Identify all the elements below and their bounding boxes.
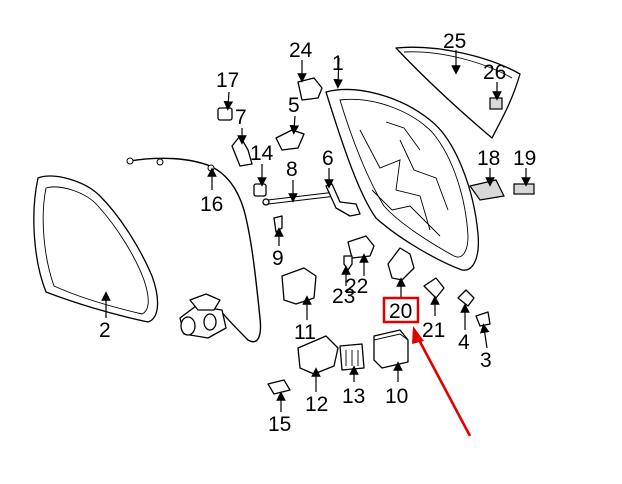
callout-25: 25: [443, 30, 466, 53]
part-10-module: [373, 329, 409, 369]
leader-lines: [101, 50, 531, 412]
callout-9: 9: [272, 247, 284, 270]
callout-11: 11: [294, 321, 316, 344]
part-17-bracket: [217, 107, 233, 121]
callout-numbers: 1 2 3 4 5 6 7 8 9 10 11 12 13 14 15 16 1…: [99, 30, 536, 436]
callout-5: 5: [288, 94, 300, 117]
part-5-bracket: [275, 129, 305, 151]
part-24-cap: [297, 77, 323, 101]
part-4-clip: [457, 289, 475, 307]
callout-22: 22: [345, 275, 368, 298]
part-21-latch: [423, 277, 445, 299]
part-14-bumper: [253, 183, 267, 197]
callout-17: 17: [216, 69, 239, 92]
callout-15: 15: [268, 413, 291, 436]
liftgate-panel: [325, 88, 480, 271]
callout-8: 8: [286, 158, 298, 181]
callout-10: 10: [385, 385, 408, 408]
part-18-stopper: [468, 179, 505, 201]
latch-motor: [179, 293, 227, 339]
callout-19: 19: [513, 147, 536, 170]
part-26-clip: [489, 97, 503, 110]
part-15-pad: [267, 379, 291, 395]
callout-13: 13: [342, 385, 365, 408]
callout-18: 18: [477, 147, 500, 170]
part-8-strut: [262, 191, 337, 206]
part-9-bolt: [273, 215, 283, 233]
callout-3: 3: [480, 349, 492, 372]
part-3-pin: [475, 311, 491, 327]
part-11-cover: [281, 267, 317, 305]
callout-7: 7: [235, 106, 247, 129]
callout-21: 21: [422, 319, 445, 342]
callout-4: 4: [458, 331, 470, 354]
callout-12: 12: [305, 393, 328, 416]
callout-23: 23: [332, 285, 355, 308]
weatherstrip-seal: [33, 175, 159, 323]
part-22-switch: [347, 235, 375, 259]
highlight-box: [382, 296, 420, 324]
part-23-screw: [343, 255, 353, 271]
part-19-block: [513, 183, 535, 195]
part-7-hinge: [231, 135, 253, 167]
callout-1: 1: [332, 52, 344, 75]
callout-16: 16: [200, 193, 223, 216]
part-20-striker: [387, 247, 415, 281]
part-13-hinge-plate: [339, 343, 365, 371]
callout-26: 26: [483, 61, 506, 84]
part-6-strut-end: [325, 183, 361, 217]
part-12-handle-bracket: [297, 335, 339, 375]
callout-14: 14: [250, 142, 274, 165]
callout-24: 24: [289, 39, 313, 62]
callout-6: 6: [322, 147, 334, 170]
highlight-arrow: [412, 326, 472, 437]
callout-20: 20: [389, 300, 412, 323]
callout-2: 2: [99, 319, 111, 342]
